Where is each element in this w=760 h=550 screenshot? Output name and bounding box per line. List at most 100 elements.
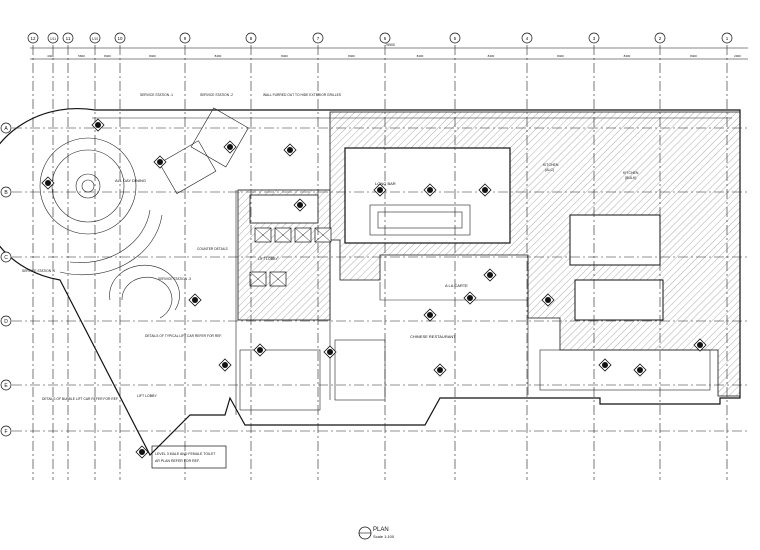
bay-dimension: 8400 [417,54,424,58]
note-toilet-ref-2: AR PLAN REFER FOR REF. [155,459,200,463]
grid-bubble-icon [114,32,126,44]
bay-dimension: 8400 [348,54,355,58]
grid-bubble-icon [379,32,391,44]
grid-label-col: 1/10 [92,37,98,41]
grid-bubble-icon [521,32,533,44]
overall-dimension: 75900 [385,43,395,47]
label-a-la-carte: A LA CARTE [445,283,468,288]
grid-label-col: 1/11 [50,37,56,41]
grid-bubble-icon [654,32,666,44]
bay-dimension: 8400 [690,54,697,58]
grid-bubble-icon [0,251,12,263]
marker-dot [697,342,703,348]
note-typical-lift-car: DETAILS OF TYPICAL LIFT CAR REFER FOR RE… [145,334,222,338]
lift-car-cross [294,227,312,243]
marker-dot [427,187,433,193]
marker-dot [467,295,473,301]
marker-dot [227,144,233,150]
bay-dimension: 8400 [149,54,156,58]
grid-label-col: 6 [384,36,387,41]
marker-dot [287,147,293,153]
grid-label-col: 3 [593,36,596,41]
grid-label-row: D [4,319,8,325]
grid-bubble-icon [47,32,59,44]
grid-label-col: 8 [250,36,253,41]
toilet-reference-text: LEVEL 3 MALE AND FEMALE TOILET AR PLAN R… [155,452,216,463]
marker-dot [437,367,443,373]
note-counter-details: COUNTER DETAILS [197,247,229,251]
label-long-bar: LONG BAR [375,181,396,186]
grid-bubble-icon [588,32,600,44]
label-lift-lobby-2: LIFT LOBBY [137,394,157,398]
marker-dot [139,449,145,455]
note-bubble-lift-car: DETAILS OF BUBBLE LIFT CAR REFER FOR REF… [42,397,119,401]
bay-dimension: 8400 [281,54,288,58]
grid-label-col: 10 [117,36,123,41]
grid-bubble-icon [721,32,733,44]
annotation-notes: SERVICE STATION -1 SERVICE STATION -2 SE… [22,93,342,469]
bay-dimension: 5600 [78,54,85,58]
grid-label-row: E [4,383,8,389]
grid-label-row: C [4,255,8,261]
marker-dot [192,297,198,303]
marker-dot [427,312,433,318]
lift-car-cross [314,227,332,243]
grid-bubble-icon [0,315,12,327]
lift-car-cross [254,227,272,243]
building-outline [0,107,741,457]
marker-dot [602,362,608,368]
grid-bubble-icon [312,32,324,44]
marker-dot [45,180,51,186]
grid-label-col: 4 [526,36,529,41]
note-wall-furred: WALL FURRED OUT TO HIDE EXTERIOR GRILLES [263,93,342,97]
marker-dot [257,347,263,353]
label-kitchen-alc-sub: (ALC) [545,168,554,172]
grid-bubble-icon [245,32,257,44]
grid-bubble-icon [449,32,461,44]
grid-bubble-icon [0,122,12,134]
note-service-station-1: SERVICE STATION -1 [140,93,173,97]
label-chinese-restaurant: CHINESE RESTAURANT [410,334,456,339]
note-service-station-3: SERVICE STATION -3 [158,277,191,281]
plan-title-block: PLAN Scale 1:100 [358,526,395,540]
note-toilet-ref-1: LEVEL 3 MALE AND FEMALE TOILET [155,452,216,456]
grid-bubble-icon [62,32,74,44]
note-service-station-4: SERVICE STATION -4 [22,269,55,273]
grid-label-row: F [4,429,7,435]
marker-dot [487,272,493,278]
room-labels: ALL DAY DINING LONG BAR A LA CARTE CHINE… [115,163,639,398]
marker-dot [222,362,228,368]
lift-car-cross [274,227,292,243]
grid-bubble-icon [27,32,39,44]
elevation-markers [41,118,707,459]
bay-dimension: 8400 [488,54,495,58]
bay-dimension: 8400 [104,54,111,58]
label-lift-lobby: LIFT LOBBY [258,257,278,261]
grid-bubble-icon [89,32,101,44]
marker-dot [545,297,551,303]
grid-label-col: 9 [184,36,187,41]
bay-dimension: 8400 [215,54,222,58]
plan-title: PLAN [373,527,389,533]
grid-label-col: 11 [66,36,71,41]
bay-dimension: 8400 [624,54,631,58]
grid-bubble-icon [179,32,191,44]
label-kitchen-alc: KITCHEN [543,163,559,167]
grid-label-col: 7 [317,36,320,41]
grid-label-col: 12 [30,36,36,41]
grid-bubble-icon [0,186,12,198]
grid-label-row: A [4,126,8,132]
label-kitchen-bulk: KITCHEN [623,171,639,175]
grid-label-col: 5 [454,36,457,41]
label-kitchen-bulk-sub: (BULK) [625,176,636,180]
marker-dot [327,349,333,355]
lift-car-cross [249,271,267,287]
marker-dot [637,367,643,373]
grid-bubble-icon [0,379,12,391]
grid-label-row: B [4,190,8,196]
marker-dot [297,202,303,208]
lift-car-cross [269,271,287,287]
